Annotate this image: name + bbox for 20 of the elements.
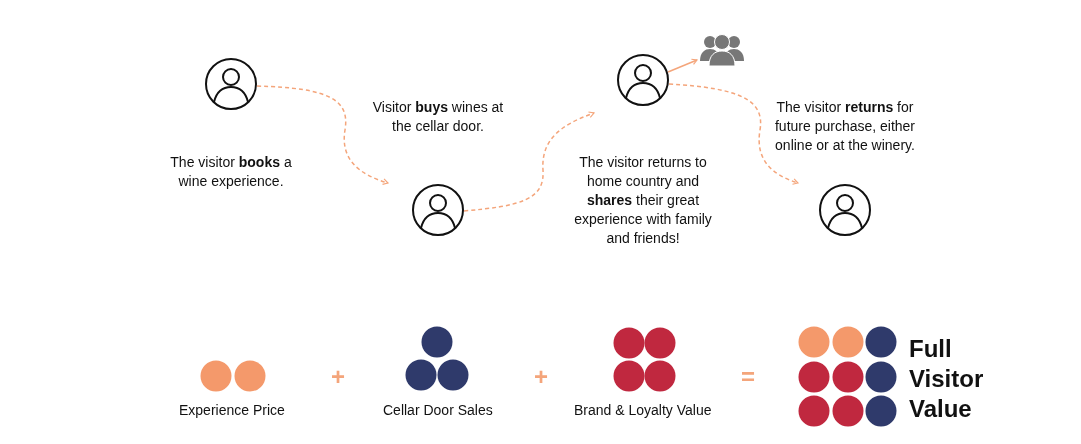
operator-symbol: +: [534, 364, 548, 390]
person-icon: [411, 183, 465, 237]
dashed-arrow: [463, 111, 595, 212]
person-icon: [818, 183, 872, 237]
arrow: [667, 58, 698, 73]
operator-symbol: +: [331, 364, 345, 390]
step-caption: The visitor returns to home country and shares their great experience with family and friends!: [573, 153, 713, 248]
person-icon: [616, 53, 670, 107]
dashed-arrow: [668, 83, 799, 185]
legend-label: Brand & Loyalty Value: [574, 402, 712, 418]
people-icon: [699, 34, 745, 66]
step-caption: The visitor returns for future purchase, either online or at the winery.: [774, 98, 916, 155]
legend-label: Cellar Door Sales: [383, 402, 493, 418]
dashed-arrow: [256, 85, 389, 185]
person-icon: [204, 57, 258, 111]
total-label: Full Visitor Value: [909, 334, 985, 424]
operator-symbol: =: [741, 364, 755, 390]
legend-label: Experience Price: [179, 402, 285, 418]
step-caption: The visitor books a wine experience.: [169, 153, 293, 191]
step-caption: Visitor buys wines at the cellar door.: [371, 98, 505, 136]
